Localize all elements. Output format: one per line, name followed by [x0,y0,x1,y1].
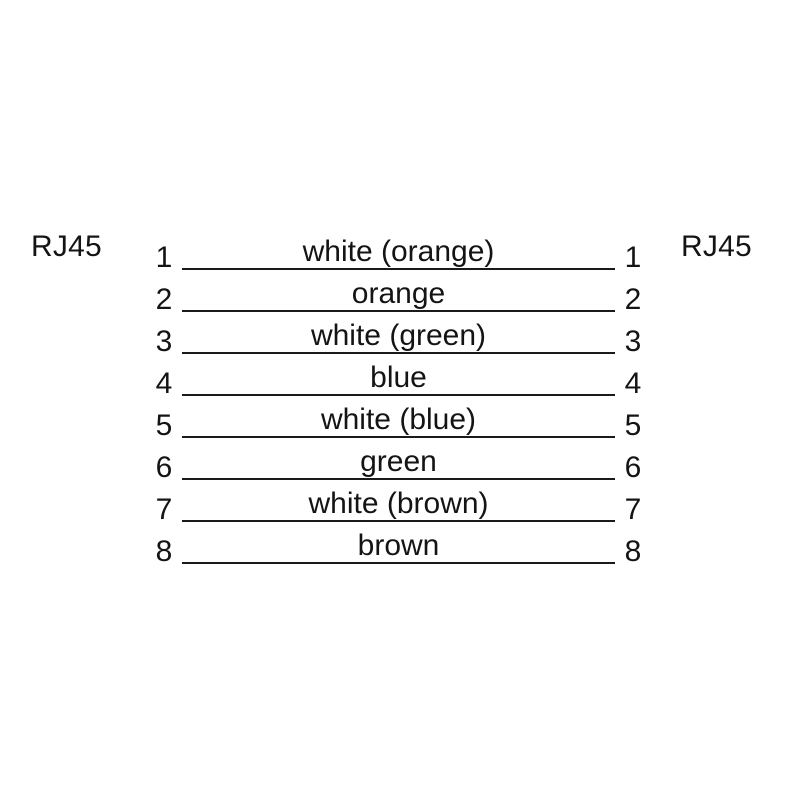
wire-color-label: green [360,445,437,478]
connector-right-label: RJ45 [681,230,752,263]
pin-number-right: 3 [624,325,642,358]
pin-number-left: 8 [155,535,173,568]
wire-color-label: white (orange) [302,235,495,268]
conductor-line [182,478,615,480]
wire-color-label: blue [370,361,427,394]
conductor-line [182,268,615,270]
conductor-line [182,352,615,354]
wire-color-label: orange [351,277,446,310]
pin-number-right: 2 [624,283,642,316]
wire-color-label: white (brown) [308,487,489,520]
wire-color-label: brown [357,529,440,562]
pin-number-left: 3 [155,325,173,358]
wire-color-label: white (blue) [320,403,477,436]
pin-number-right: 8 [624,535,642,568]
pin-number-right: 1 [624,241,642,274]
pin-number-left: 4 [155,367,173,400]
pin-number-left: 2 [155,283,173,316]
pin-number-left: 6 [155,451,173,484]
pin-number-right: 6 [624,451,642,484]
pin-number-left: 7 [155,493,173,526]
pin-number-right: 4 [624,367,642,400]
conductor-line [182,436,615,438]
pin-number-right: 7 [624,493,642,526]
connector-left-label: RJ45 [31,230,102,263]
pin-number-left: 5 [155,409,173,442]
conductor-line [182,394,615,396]
conductor-line [182,562,615,564]
pin-number-right: 5 [624,409,642,442]
conductor-line [182,310,615,312]
pin-number-left: 1 [155,241,173,274]
wire-color-label: white (green) [310,319,487,352]
conductor-line [182,520,615,522]
